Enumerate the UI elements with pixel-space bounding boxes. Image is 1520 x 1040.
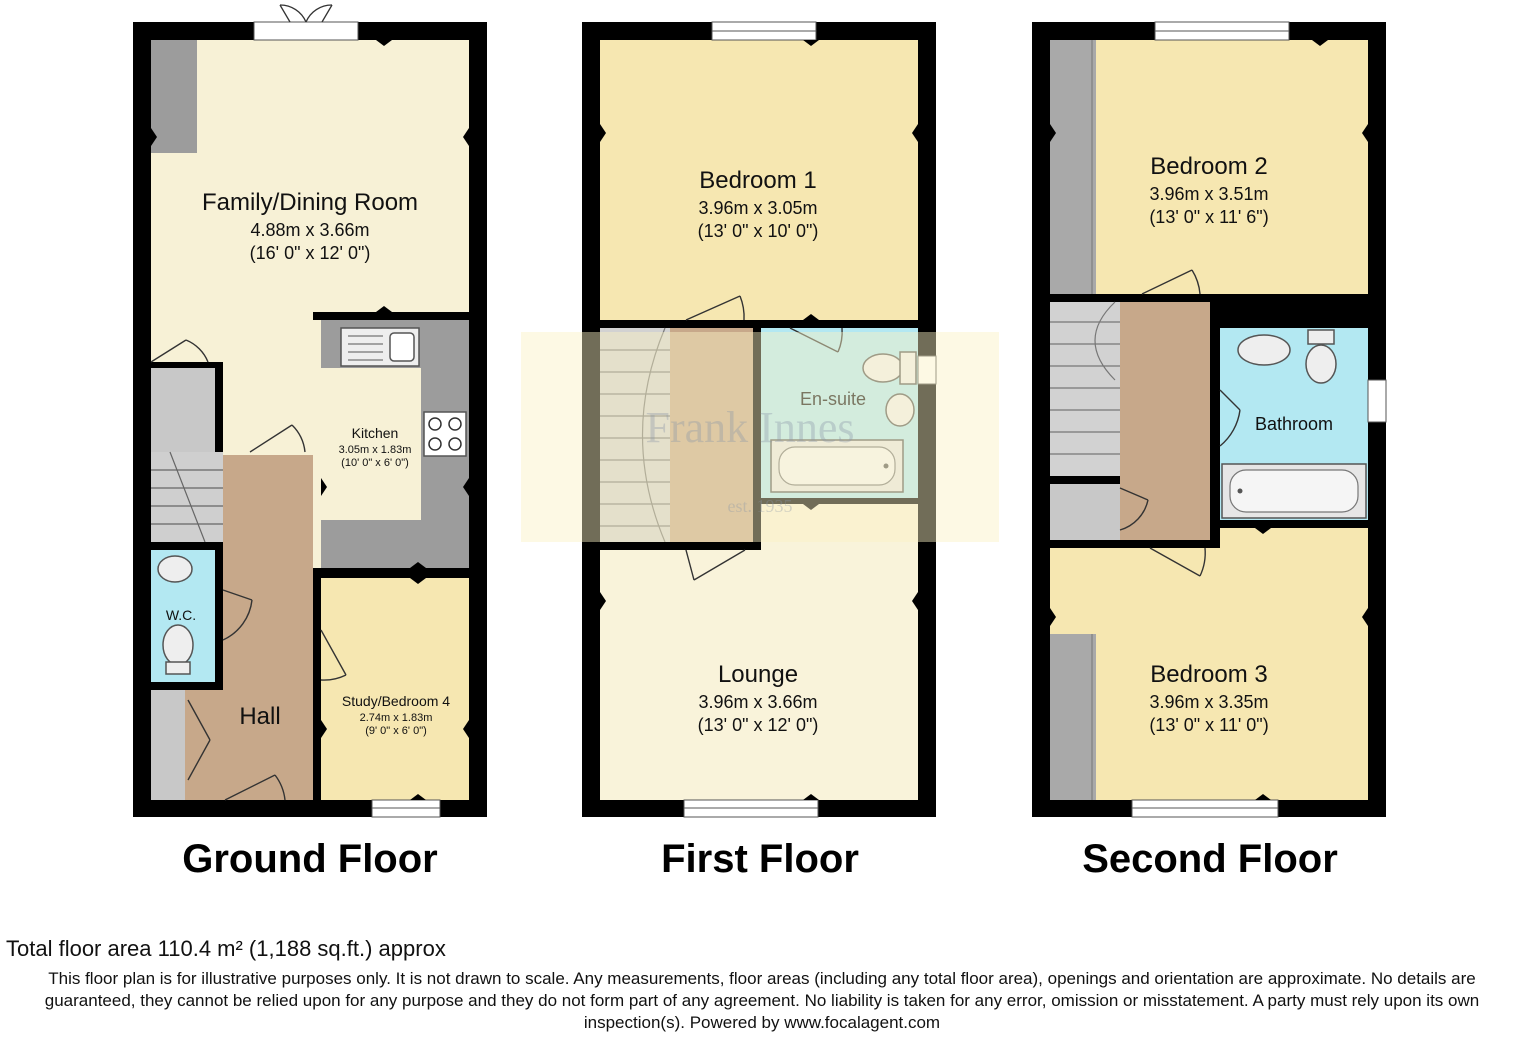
- door-icon: [320, 629, 347, 681]
- door-icon: [222, 589, 253, 641]
- room-name: Bathroom: [1255, 414, 1333, 434]
- room-dimensions-imperial: (9' 0" x 6' 0"): [365, 725, 427, 737]
- basin-icon: [1237, 334, 1291, 366]
- room-name: Family/Dining Room: [202, 189, 418, 216]
- room-name: Lounge: [718, 661, 798, 688]
- door-icon: [150, 339, 209, 363]
- lounge-area: [600, 550, 918, 800]
- ground-floor-plan: Family/Dining Room 4.88m x 3.66m (16' 0"…: [133, 4, 487, 881]
- room-dimensions-metric: 3.96m x 3.66m: [698, 692, 817, 712]
- bedroom-1-area: [600, 40, 918, 320]
- door-icon: [249, 424, 306, 453]
- room-dimensions-imperial: (13' 0" x 12' 0"): [698, 715, 819, 735]
- room-dimensions-metric: 3.05m x 1.83m: [339, 444, 412, 456]
- agent-watermark: Frank Innes est. 1935: [521, 332, 999, 542]
- watermark-brand: Frank Innes: [646, 403, 855, 452]
- door-icon: [1141, 269, 1201, 295]
- door-icon: [1149, 547, 1206, 577]
- first-floor-plan: Bedroom 1 3.96m x 3.05m (13' 0" x 10' 0"…: [582, 21, 937, 881]
- family-dining-room-area: [151, 40, 469, 312]
- stairs-icon: [151, 451, 223, 543]
- hall-area: [223, 455, 313, 800]
- measurement-arrows: [600, 40, 918, 800]
- watermark-established: est. 1935: [728, 496, 793, 516]
- watermark-band: [521, 332, 999, 542]
- bedroom-2-area: [1050, 40, 1368, 294]
- stairs-icon: [1050, 301, 1120, 455]
- room-dimensions-metric: 3.96m x 3.51m: [1149, 184, 1268, 204]
- first-floor-stairs: [600, 328, 670, 542]
- floor-label: First Floor: [661, 837, 859, 881]
- room-dimensions-imperial: (13' 0" x 10' 0"): [698, 221, 819, 241]
- hob-icon: [423, 411, 467, 457]
- disclaimer-text: This floor plan is for illustrative purp…: [44, 969, 1480, 1032]
- door-icon: [685, 295, 745, 321]
- second-floor-plan: Bedroom 2 3.96m x 3.51m (13' 0" x 11' 6"…: [1032, 21, 1387, 881]
- study-top-wall: [313, 568, 469, 578]
- airing-cupboard: [1050, 484, 1120, 540]
- french-doors-icon: [253, 21, 359, 41]
- family-room-unit: [151, 40, 197, 153]
- sink-bowl-icon: [389, 332, 415, 362]
- total-floor-area: Total floor area 110.4 m² (1,188 sq.ft.)…: [6, 936, 446, 961]
- door-icon: [685, 549, 746, 581]
- room-dimensions-metric: 3.96m x 3.35m: [1149, 692, 1268, 712]
- coats-cupboard: [151, 690, 185, 800]
- floor-plan-drawing: Family/Dining Room 4.88m x 3.66m (16' 0"…: [133, 4, 1387, 881]
- room-dimensions-metric: 3.96m x 3.05m: [698, 198, 817, 218]
- floor-label: Ground Floor: [182, 837, 438, 881]
- wardrobe: [1050, 40, 1096, 294]
- second-floor-stairs: [1050, 302, 1120, 476]
- measurement-arrows: [151, 40, 469, 800]
- landing-area: [670, 328, 760, 542]
- kitchen-wall: [313, 312, 469, 320]
- toilet-icon: [1305, 344, 1337, 384]
- cupboard-wall: [151, 362, 223, 368]
- measurement-arrows: [1050, 40, 1368, 800]
- room-name: Bedroom 2: [1150, 153, 1267, 180]
- study-bedroom-4-area: [321, 578, 469, 800]
- room-name: Bedroom 1: [699, 167, 816, 194]
- room-dimensions-imperial: (16' 0" x 12' 0"): [250, 243, 371, 263]
- front-door-icon: [224, 774, 286, 801]
- landing-area: [1120, 302, 1210, 540]
- study-left-wall: [313, 578, 321, 800]
- room-dimensions-imperial: (10' 0" x 6' 0"): [341, 457, 409, 469]
- floor-label: Second Floor: [1082, 837, 1338, 881]
- room-name: Study/Bedroom 4: [342, 693, 450, 709]
- window-icon: [917, 355, 937, 385]
- room-name: En-suite: [800, 389, 866, 409]
- basin-icon: [157, 555, 193, 583]
- door-icon: [1219, 389, 1241, 447]
- bedroom-3-area: [1050, 548, 1368, 800]
- toilet-icon: [162, 624, 194, 666]
- room-name: Kitchen: [352, 425, 399, 441]
- kitchen-worktop-bottom: [321, 520, 469, 568]
- room-dimensions-metric: 4.88m x 3.66m: [250, 220, 369, 240]
- door-icon: [789, 327, 843, 353]
- room-dimensions-imperial: (13' 0" x 11' 0"): [1149, 715, 1268, 735]
- stairs-icon: [600, 327, 670, 543]
- understairs-cupboard: [151, 368, 215, 452]
- room-dimensions-metric: 2.74m x 1.83m: [360, 712, 433, 724]
- room-name: Hall: [239, 703, 280, 730]
- kitchen-floor: [321, 368, 421, 520]
- wardrobe: [1050, 634, 1096, 800]
- window-icon: [1367, 379, 1387, 423]
- room-dimensions-imperial: (13' 0" x 11' 6"): [1149, 207, 1268, 227]
- door-icon: [1119, 487, 1149, 531]
- cupboard-door-icon: [187, 699, 211, 781]
- basin-icon: [885, 393, 915, 427]
- room-name: W.C.: [166, 607, 196, 623]
- room-name: Bedroom 3: [1150, 661, 1267, 688]
